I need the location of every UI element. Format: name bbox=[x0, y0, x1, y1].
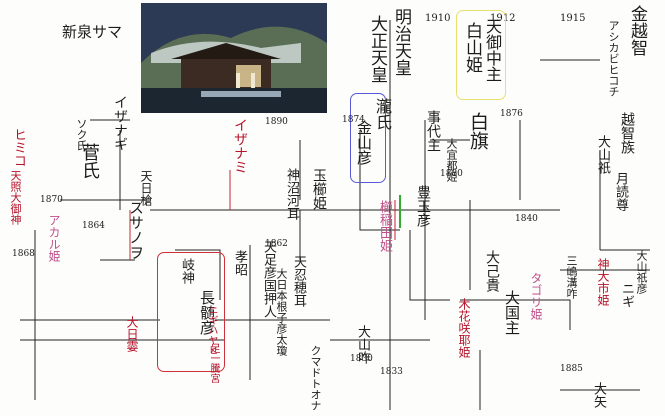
name-konohana: 木花咲耶姫 bbox=[458, 298, 470, 358]
name-kotoshironushi: 事代主 bbox=[426, 110, 440, 152]
name-ohirume: 大日孁 bbox=[126, 316, 138, 352]
name-onamuchi: 大己貴 bbox=[485, 250, 499, 292]
name-toyotamahiko: 豊玉彦 bbox=[416, 185, 430, 227]
name-suga-shi: 菅氏 bbox=[80, 143, 98, 179]
name-ochi-zoku: 越智族 bbox=[620, 112, 634, 154]
year-1862: 1862 bbox=[265, 240, 288, 249]
name-tsukuyomi: 月読尊 bbox=[614, 172, 627, 211]
name-oya: 大矢 bbox=[592, 382, 605, 408]
year-1880: 1880 bbox=[440, 170, 463, 179]
name-oyamatsumi: 大山祇 bbox=[596, 135, 609, 174]
name-susanoo: スサノヲ bbox=[128, 200, 143, 260]
name-kanayamahiko: 金山彦 bbox=[356, 120, 371, 165]
name-kumado: クマドトオナ bbox=[310, 345, 321, 411]
name-tamakushi-hime: 玉櫛姫 bbox=[312, 168, 326, 210]
name-shirahata: 白旗 bbox=[468, 112, 487, 150]
year-1840: 1840 bbox=[515, 215, 538, 224]
year-1910: 1910 bbox=[425, 14, 450, 24]
name-ashihitotsu: 足一騰宮 bbox=[208, 343, 218, 383]
name-amenohiboko: 天日槍 bbox=[140, 170, 152, 206]
shrine-photo bbox=[141, 3, 327, 113]
name-mishima: 三嶋溝咋 bbox=[566, 255, 577, 299]
name-ame-tarashihiko: 天足彦国押人 bbox=[262, 240, 275, 318]
name-oshihomimi: 天忍穂耳 bbox=[292, 255, 305, 307]
year-1870: 1870 bbox=[40, 196, 63, 205]
name-kanunakawamimi: 神沼河耳 bbox=[285, 168, 298, 220]
name-ashikabihikoji: アシカビヒコチ bbox=[608, 20, 619, 97]
name-kane-ochi: 金越智 bbox=[628, 5, 645, 56]
name-tagori-hime: タゴリ姫 bbox=[530, 272, 542, 320]
name-kamuoichi-hime: 神大市姫 bbox=[597, 258, 609, 306]
hakusan-highlight-box bbox=[456, 10, 506, 100]
year-1885: 1885 bbox=[560, 365, 583, 374]
name-kushinada-hime: 櫛稲田姫 bbox=[378, 200, 391, 252]
name-futoni: 大日本根子彦太瓊 bbox=[276, 268, 287, 356]
name-oyamatsumihiko: 大山祇彦 bbox=[636, 250, 647, 294]
name-okuninushi: 大国主 bbox=[504, 290, 519, 335]
year-1874: 1874 bbox=[342, 116, 365, 125]
name-akaru-hime: アカル姫 bbox=[48, 214, 60, 262]
page-title: 新泉サマ bbox=[62, 25, 122, 40]
name-himiko: ヒミコ bbox=[12, 128, 25, 167]
year-1830: 1830 bbox=[350, 355, 373, 364]
name-meiji: 明治天皇 bbox=[392, 8, 409, 76]
name-taisho: 大正天皇 bbox=[368, 15, 385, 83]
year-1864: 1864 bbox=[82, 222, 105, 231]
name-taki-shi: 瀧氏 bbox=[374, 98, 390, 130]
name-nigi: ニギ bbox=[620, 282, 633, 308]
year-1833: 1833 bbox=[380, 368, 403, 377]
name-izanami: イザナミ bbox=[233, 118, 247, 174]
name-amaterasu: 天照大御神 bbox=[10, 170, 21, 225]
year-1876: 1876 bbox=[500, 110, 523, 119]
year-1868: 1868 bbox=[12, 250, 35, 259]
name-izanagi: イザナギ bbox=[113, 95, 127, 151]
name-kosho: 孝昭 bbox=[233, 250, 246, 276]
year-1915: 1915 bbox=[560, 14, 585, 24]
name-kunado: 岐神 bbox=[180, 258, 193, 284]
year-1890: 1890 bbox=[265, 118, 288, 127]
